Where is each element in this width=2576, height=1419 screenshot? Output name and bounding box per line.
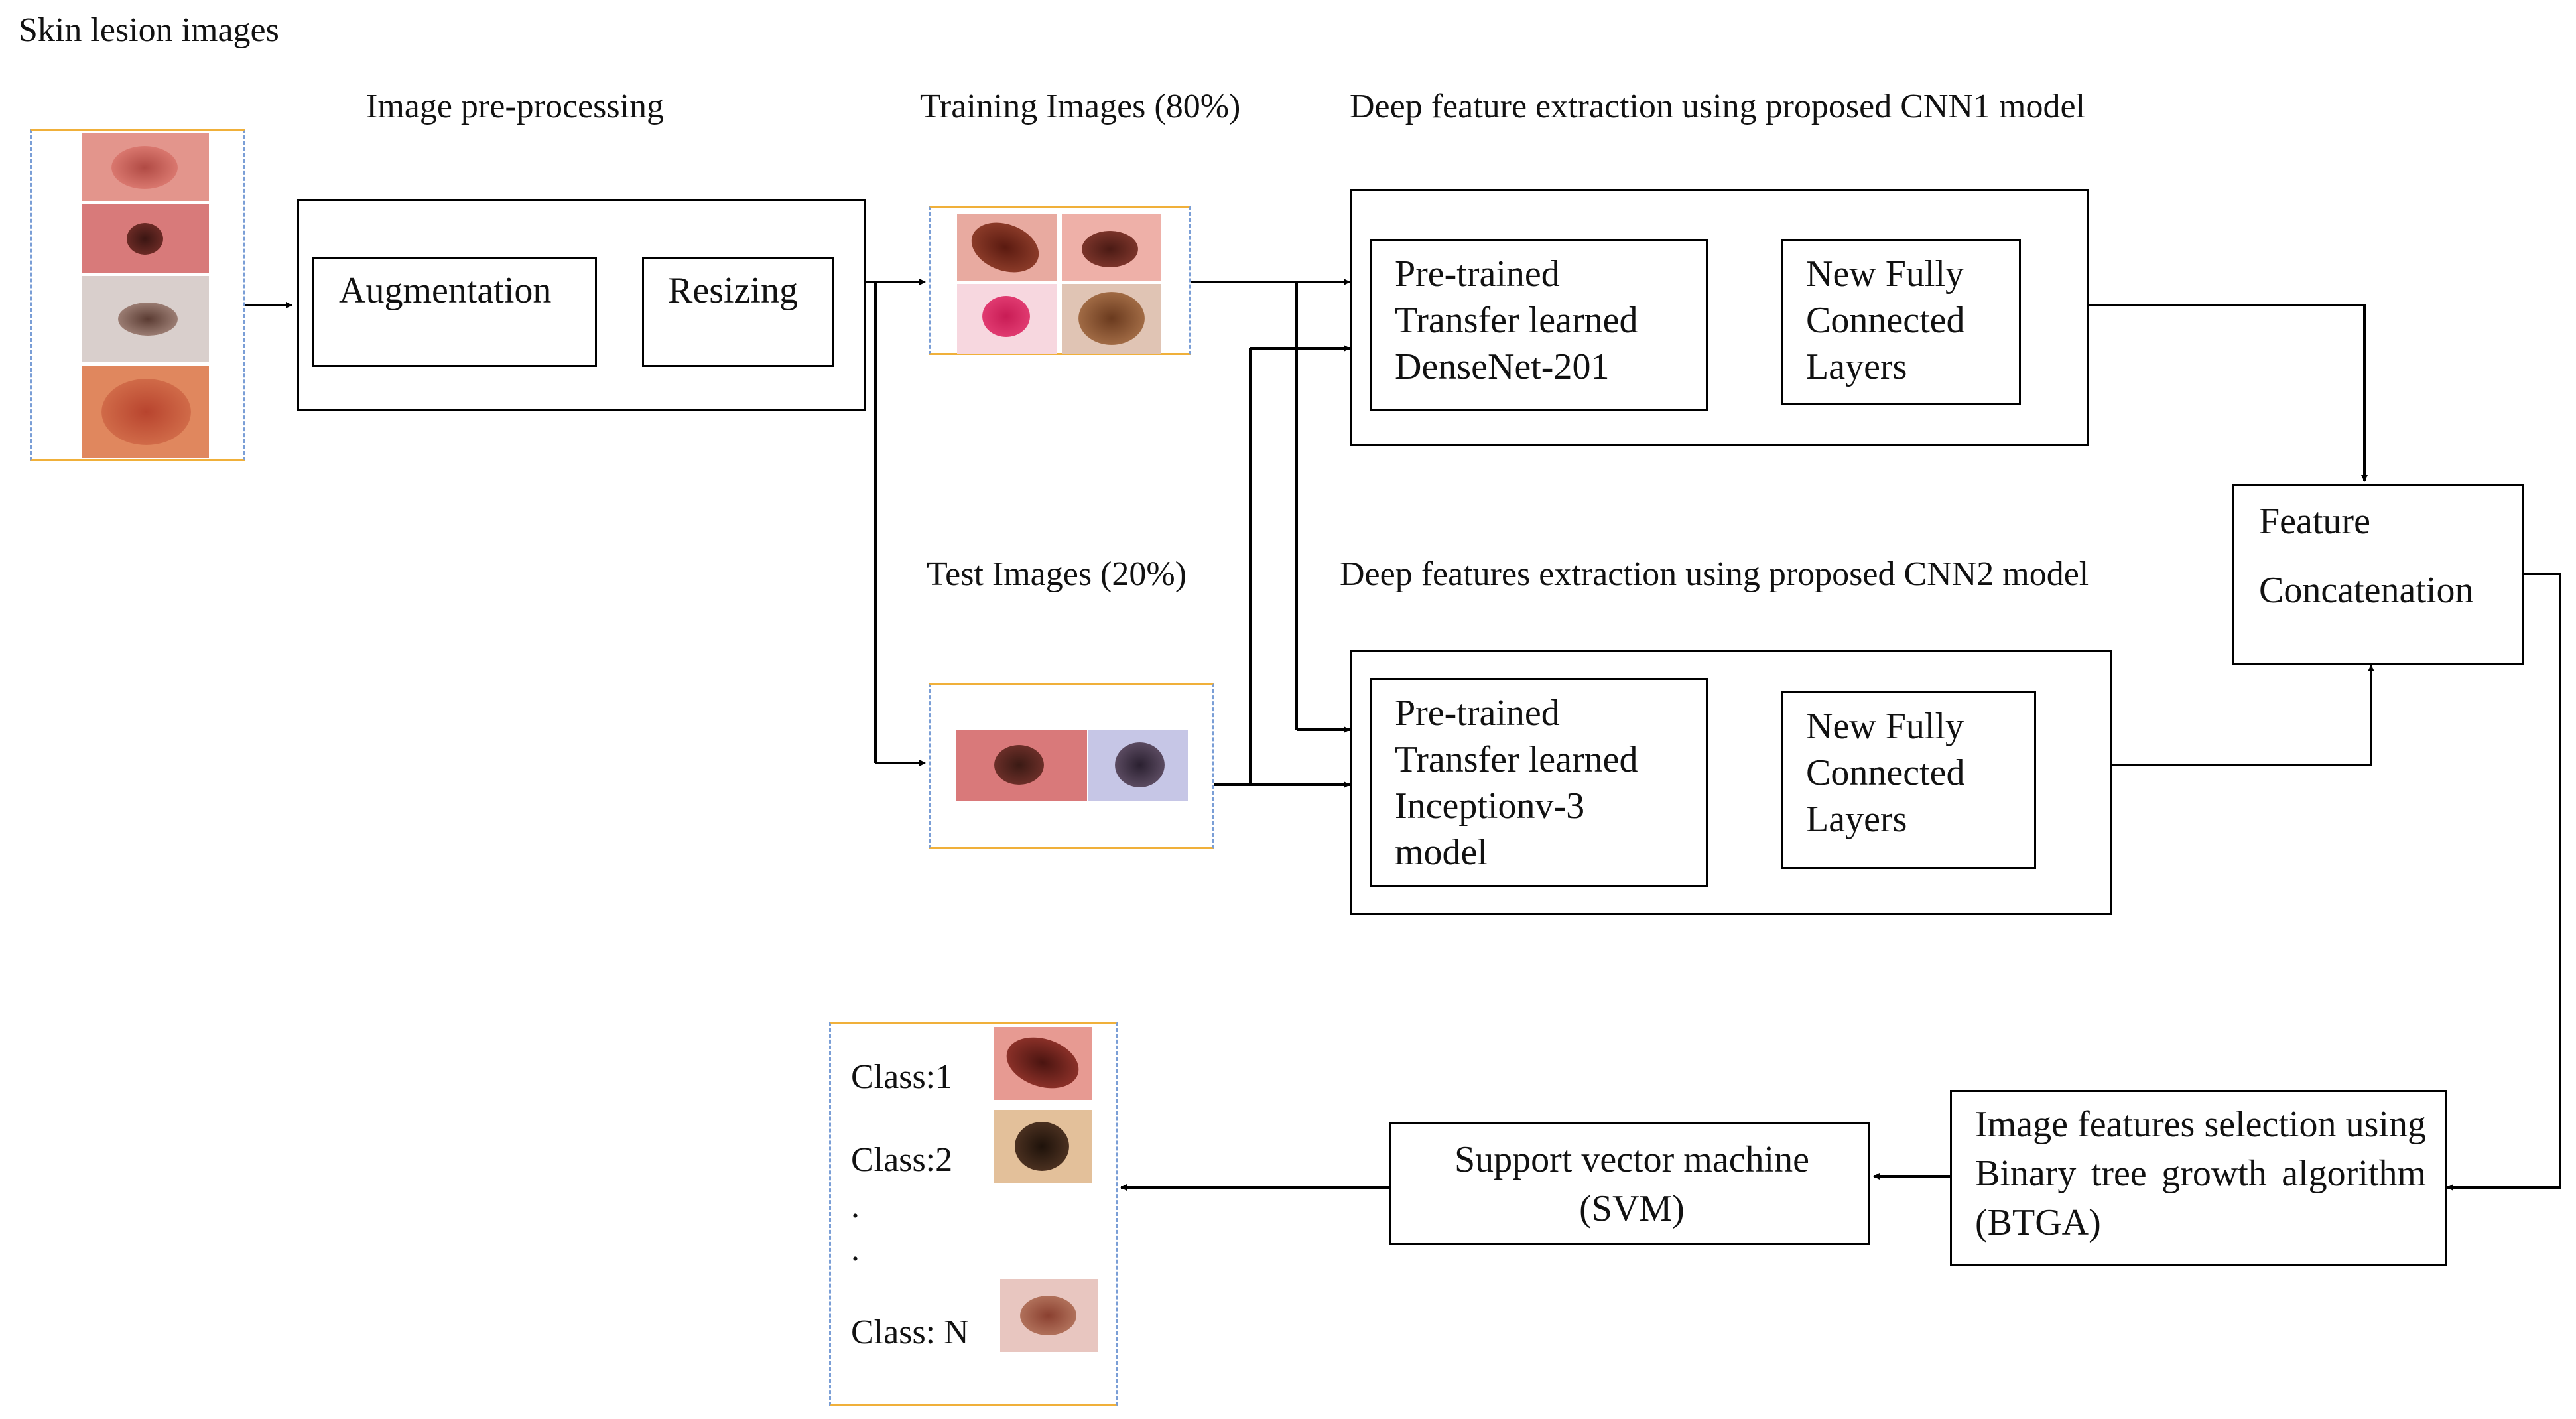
lesion-thumbnail <box>994 1110 1092 1183</box>
lesion-thumbnail <box>82 133 209 201</box>
densenet-box: Pre-trained Transfer learned DenseNet-20… <box>1370 239 1708 411</box>
inception-label: Pre-trained Transfer learned Inceptionv-… <box>1395 693 1638 873</box>
ellipsis-dot: . <box>851 1231 860 1268</box>
lesion-thumbnail <box>82 366 209 458</box>
lesion-thumbnail <box>957 214 1057 281</box>
arrow-concat-to-btga <box>2447 573 2561 1191</box>
ellipsis-dot: . <box>851 1187 860 1225</box>
lesion-thumbnail <box>82 204 209 273</box>
input-images-frame <box>30 129 245 461</box>
cnn1-title: Deep feature extraction using proposed C… <box>1350 88 2086 125</box>
resizing-box: Resizing <box>642 257 834 367</box>
arrow-cnn1-to-concat <box>2089 304 2368 482</box>
lesion-thumbnail <box>957 284 1057 354</box>
training-images-frame <box>929 206 1191 355</box>
lesion-thumbnail <box>1088 730 1188 801</box>
lesion-thumbnail <box>1000 1279 1098 1352</box>
output-classes-frame: Class:1 Class:2 . . Class: N <box>829 1022 1118 1406</box>
fc2-box: New Fully Connected Layers <box>1781 691 2036 869</box>
training-images-label: Training Images (80%) <box>920 88 1241 125</box>
btga-box: Image features selection using Binary tr… <box>1950 1090 2447 1266</box>
lesion-thumbnail <box>956 730 1087 801</box>
fc2-label: New Fully Connected Layers <box>1806 706 1965 840</box>
test-images-label: Test Images (20%) <box>927 555 1187 593</box>
fc1-box: New Fully Connected Layers <box>1781 239 2021 405</box>
lesion-thumbnail <box>994 1027 1092 1100</box>
image-preprocessing-label: Image pre-processing <box>366 88 665 125</box>
test-images-frame <box>929 683 1214 849</box>
class-n-label: Class: N <box>851 1314 969 1351</box>
densenet-label: Pre-trained Transfer learned DenseNet-20… <box>1395 253 1638 387</box>
feature-concat-line1: Feature <box>2259 501 2370 542</box>
lesion-thumbnail <box>1062 284 1161 354</box>
svm-label: Support vector machine (SVM) <box>1454 1139 1809 1229</box>
fc1-label: New Fully Connected Layers <box>1806 253 1965 387</box>
lesion-thumbnail <box>1062 214 1161 281</box>
skin-lesion-images-label: Skin lesion images <box>19 11 279 49</box>
cnn2-title: Deep features extraction using proposed … <box>1340 555 2089 593</box>
class-1-label: Class:1 <box>851 1058 953 1096</box>
feature-concatenation-box: Feature Concatenation <box>2232 484 2524 665</box>
feature-concat-line2: Concatenation <box>2259 570 2474 611</box>
augmentation-label: Augmentation <box>339 270 552 311</box>
btga-label: Image features selection using Binary tr… <box>1975 1104 2426 1243</box>
arrow-cnn2-to-concat <box>2112 665 2374 766</box>
lesion-thumbnail <box>82 276 209 362</box>
svm-box: Support vector machine (SVM) <box>1389 1122 1870 1245</box>
inception-box: Pre-trained Transfer learned Inceptionv-… <box>1370 678 1708 887</box>
resizing-label: Resizing <box>668 270 798 311</box>
augmentation-box: Augmentation <box>312 257 597 367</box>
class-2-label: Class:2 <box>851 1141 953 1179</box>
